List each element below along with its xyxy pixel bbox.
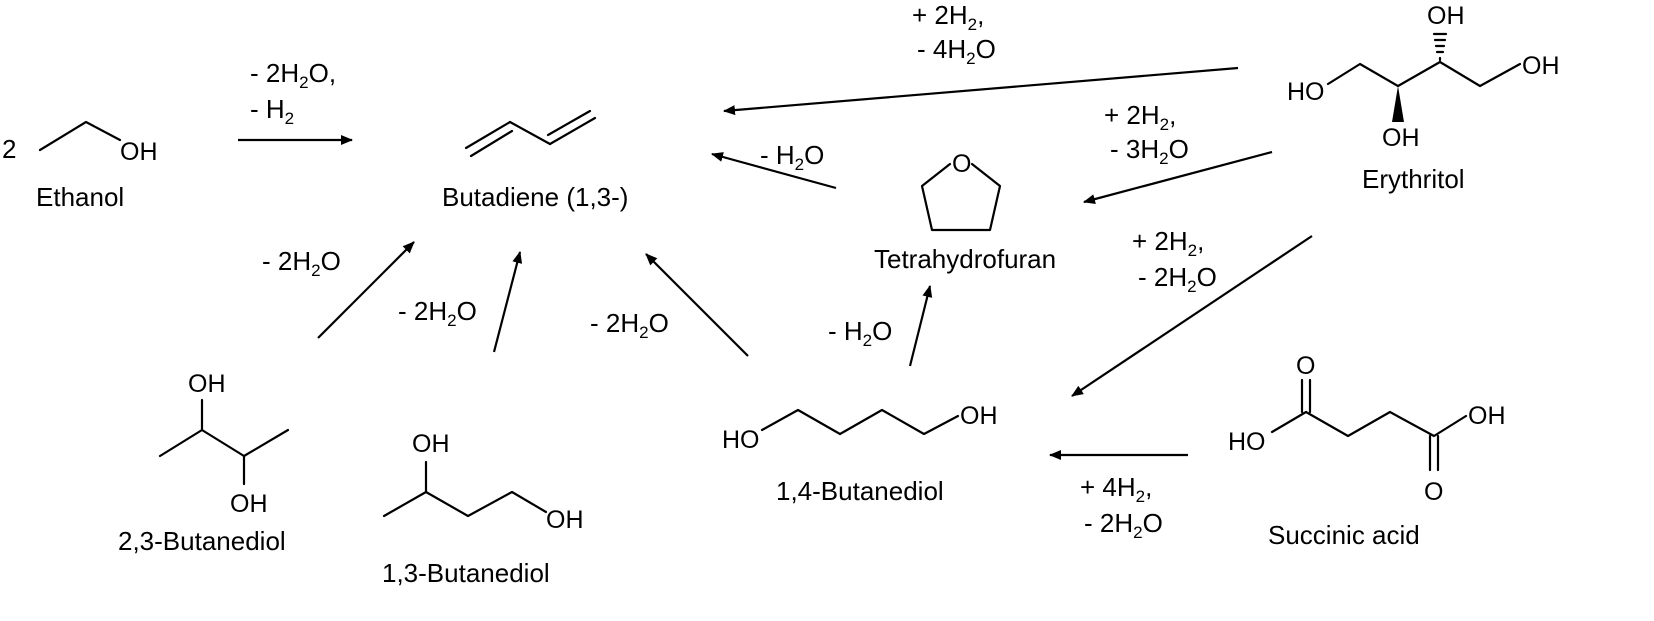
bd23-structure: OH OH 2,3-Butanediol <box>118 370 290 556</box>
erythritol-oh-right: OH <box>1522 52 1560 80</box>
reaction-label: - 2H2O, <box>250 58 336 92</box>
reaction-label: - 2H2O <box>1084 508 1163 542</box>
reaction-ethanol-to-butadiene: - 2H2O, - H2 <box>238 58 353 145</box>
ethanol-bonds <box>38 120 122 152</box>
bd13-oh-right: OH <box>546 506 584 534</box>
bd13-oh-top: OH <box>412 430 450 458</box>
ethanol-structure: 2 OH Ethanol <box>2 120 158 212</box>
erythritol-chain <box>1326 60 1522 88</box>
bd14-chain <box>760 408 960 436</box>
reaction-label: + 2H2, <box>1104 100 1176 134</box>
reaction-bd13-to-butadiene: - 2H2O <box>398 251 523 353</box>
succinic-acid-structure: HO O OH O Succinic acid <box>1228 352 1506 550</box>
reaction-thf-to-butadiene: - H2O <box>711 140 837 190</box>
reaction-label: - 2H2O <box>262 246 341 280</box>
reaction-erythritol-to-14-butanediol: + 2H2, - 2H2O <box>1071 226 1313 397</box>
reaction-label: - 4H2O <box>917 34 996 68</box>
reaction-arrow <box>1071 235 1313 397</box>
reaction-erythritol-to-butadiene: + 2H2, - 4H2O <box>723 0 1239 116</box>
succinic-o-bottom: O <box>1424 478 1443 506</box>
reaction-arrow <box>711 152 837 190</box>
erythritol-oh-bottom: OH <box>1382 124 1420 152</box>
thf-ring <box>920 162 1002 232</box>
bd23-oh-top: OH <box>188 370 226 398</box>
butadiene-structure: Butadiene (1,3-) <box>442 109 628 212</box>
reaction-label: - H2O <box>760 140 824 174</box>
reaction-succinic-to-14-butanediol: + 4H2, - 2H2O <box>1049 450 1188 542</box>
reaction-label: - 2H2O <box>398 296 477 330</box>
bd14-ho: HO <box>722 426 760 454</box>
bd23-name: 2,3-Butanediol <box>118 526 286 556</box>
succinic-chain <box>1270 410 1468 438</box>
reaction-label: - H2O <box>828 316 892 350</box>
erythritol-ho-left: HO <box>1287 78 1325 106</box>
bd13-name: 1,3-Butanediol <box>382 558 550 588</box>
bd14-name: 1,4-Butanediol <box>776 476 944 506</box>
reaction-arrow <box>492 251 523 353</box>
erythritol-name: Erythritol <box>1362 164 1465 194</box>
erythritol-hash-bond <box>1432 32 1448 62</box>
ethanol-name: Ethanol <box>36 182 124 212</box>
tetrahydrofuran-structure: O Tetrahydrofuran <box>874 150 1056 274</box>
erythritol-structure: HO OH OH OH Erythritol <box>1287 2 1560 194</box>
reaction-label: - 3H2O <box>1110 134 1189 168</box>
reaction-arrow <box>317 241 415 339</box>
reaction-label: - H2 <box>250 94 294 128</box>
bd13-structure: OH OH 1,3-Butanediol <box>382 430 584 588</box>
bd23-oh-bottom: OH <box>230 490 268 518</box>
succinic-name: Succinic acid <box>1268 520 1420 550</box>
erythritol-oh-top: OH <box>1427 2 1465 30</box>
reaction-bd14-to-butadiene: - 2H2O <box>590 253 749 357</box>
succinic-o-top: O <box>1296 352 1315 380</box>
bd23-chain <box>158 428 290 458</box>
reaction-bd14-to-thf: - H2O <box>828 285 933 367</box>
reaction-bd23-to-butadiene: - 2H2O <box>262 241 415 339</box>
reaction-arrow <box>908 285 933 367</box>
reaction-label: - 2H2O <box>1138 262 1217 296</box>
thf-oxygen: O <box>952 150 971 178</box>
reaction-label: + 2H2, <box>912 0 984 34</box>
bd13-chain <box>382 490 548 518</box>
reaction-arrow <box>723 66 1239 116</box>
tetrahydrofuran-name: Tetrahydrofuran <box>874 244 1056 274</box>
reaction-label: + 4H2, <box>1080 472 1152 506</box>
succinic-ho: HO <box>1228 428 1266 456</box>
ethanol-oh: OH <box>120 138 158 166</box>
reaction-arrow <box>645 253 749 357</box>
bd14-oh: OH <box>960 402 998 430</box>
reaction-label: - 2H2O <box>590 308 669 342</box>
succinic-oh: OH <box>1468 402 1506 430</box>
ethanol-coefficient: 2 <box>2 134 16 164</box>
reaction-arrow <box>1083 150 1273 205</box>
erythritol-wedge-bond <box>1392 86 1404 122</box>
reaction-label: + 2H2, <box>1132 226 1204 260</box>
reaction-erythritol-to-thf: + 2H2, - 3H2O <box>1083 100 1273 205</box>
butadiene-name: Butadiene (1,3-) <box>442 182 628 212</box>
bd14-structure: HO OH 1,4-Butanediol <box>722 402 998 506</box>
